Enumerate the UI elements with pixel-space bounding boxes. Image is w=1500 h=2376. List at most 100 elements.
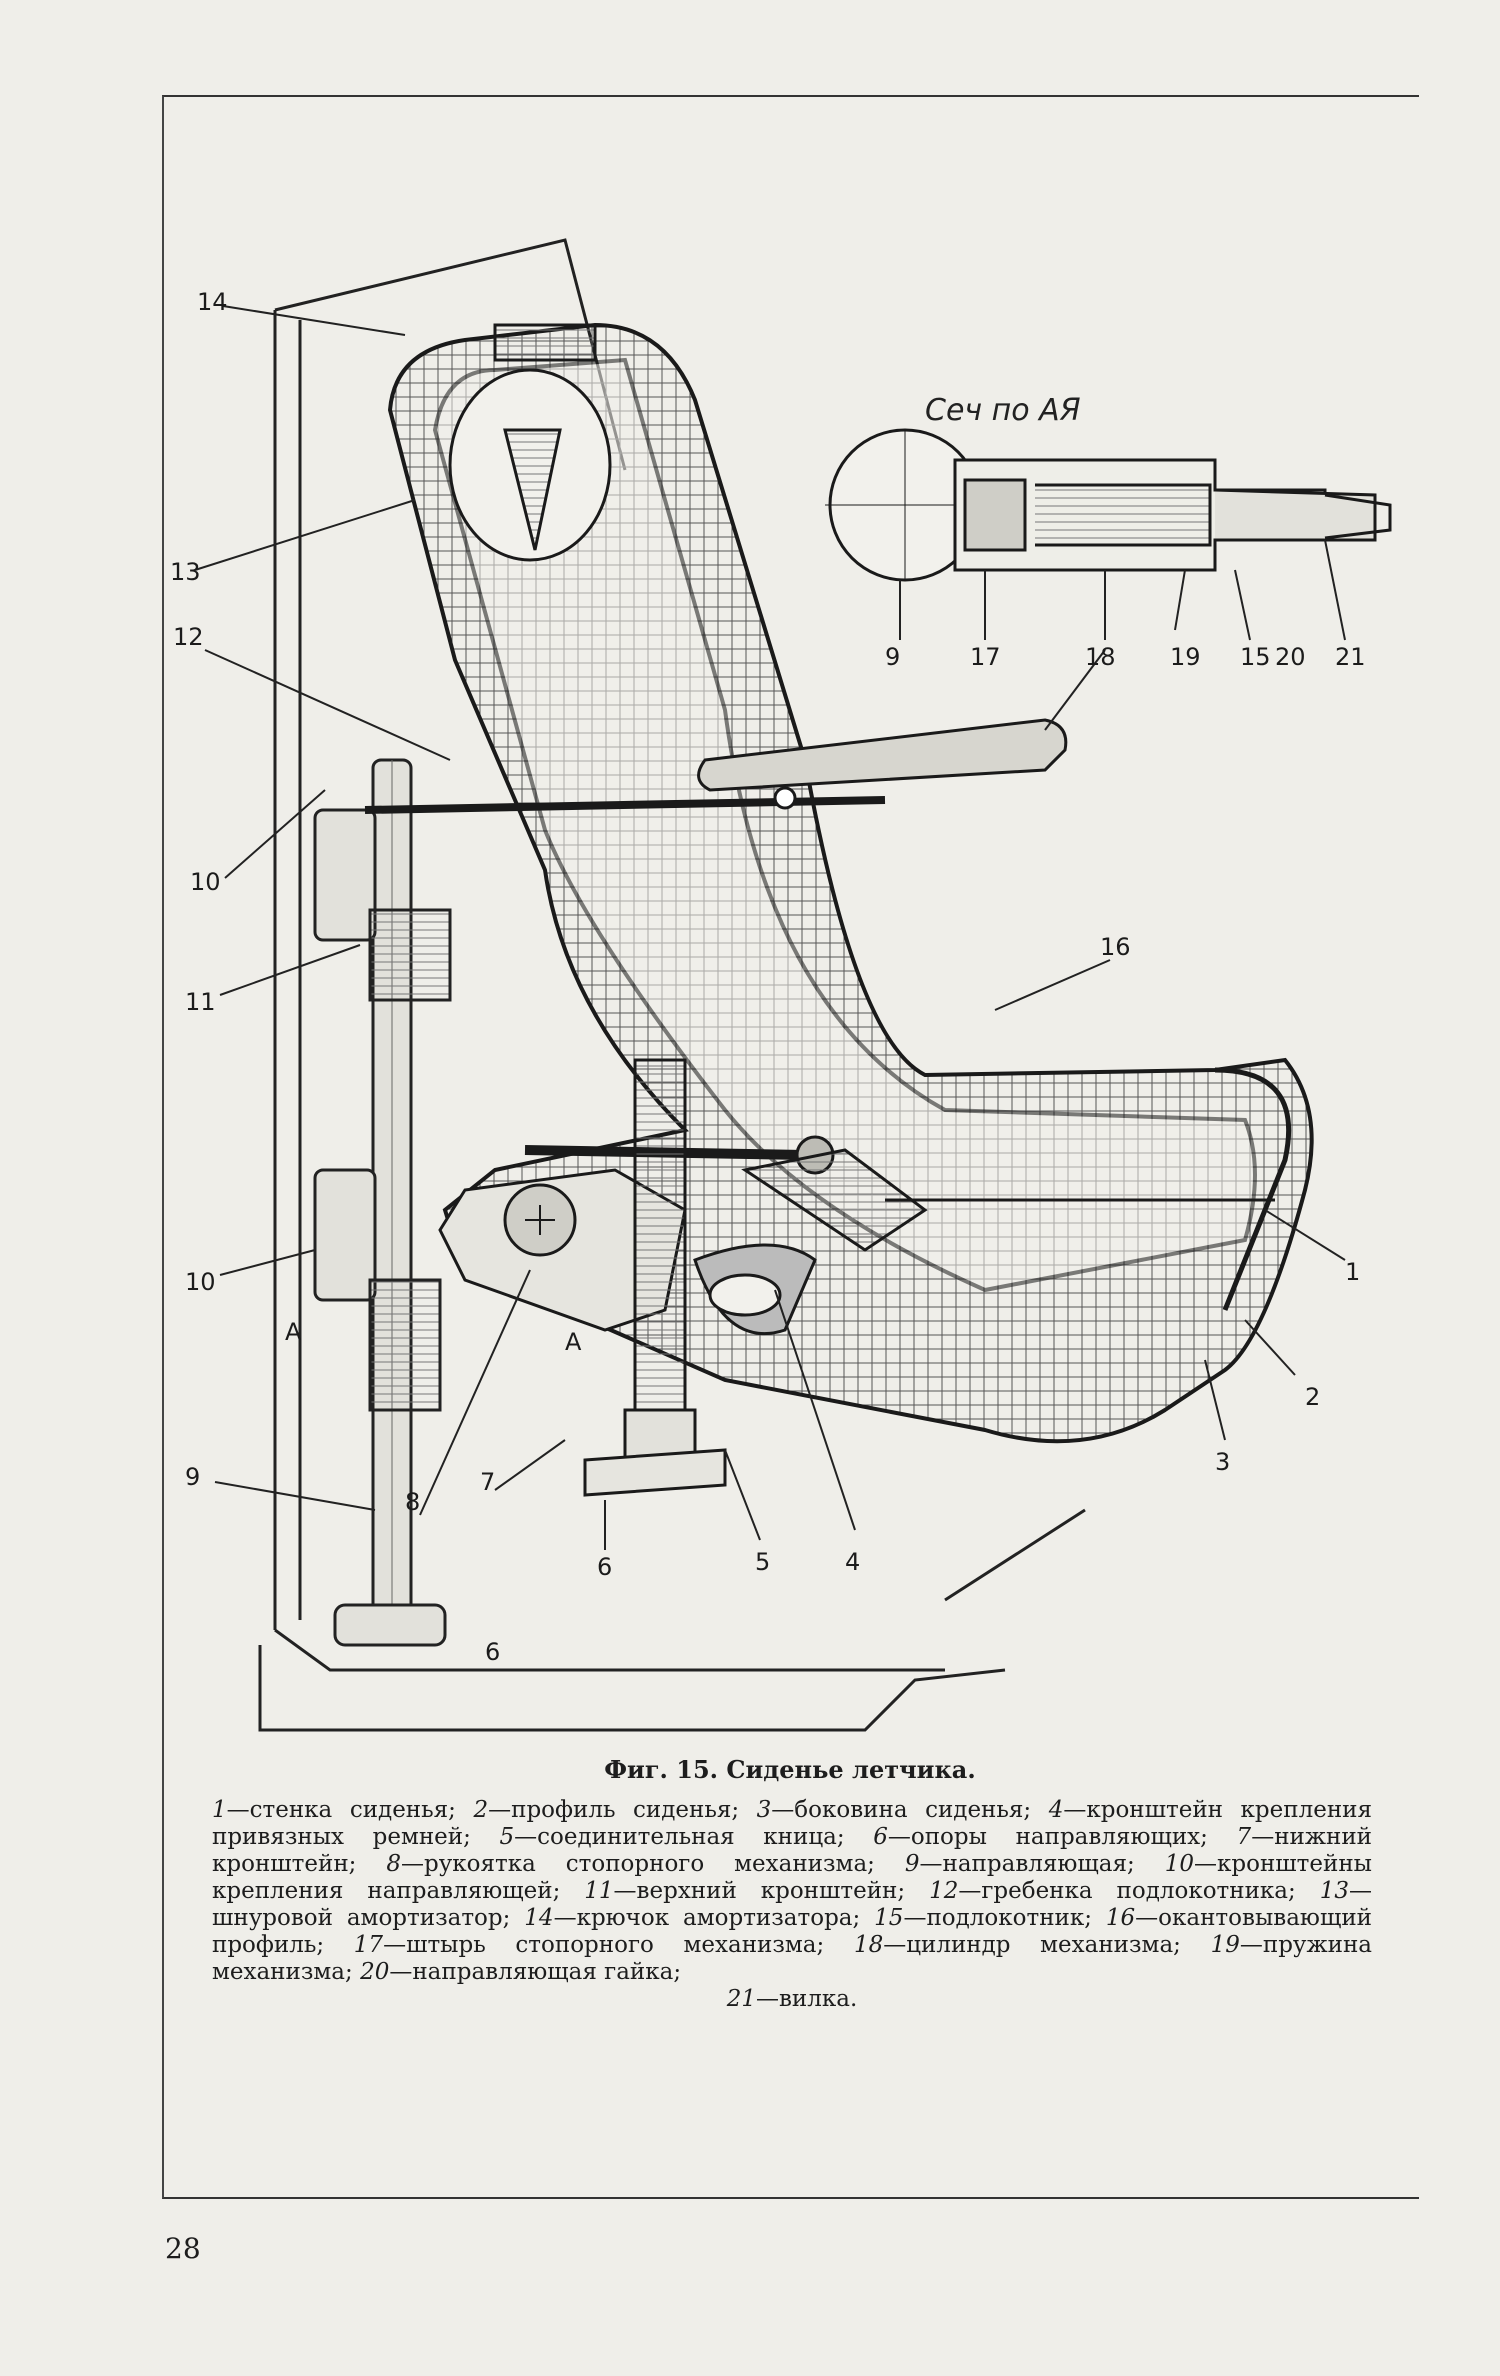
legend-item: 15—подлокотник;	[874, 1905, 1106, 1931]
callout-7: 7	[480, 1468, 495, 1496]
legend-item: 3—боковина сиденья;	[757, 1797, 1049, 1823]
callout-section-15: 15	[1240, 643, 1271, 671]
legend-item-text: —пружина механизма;	[212, 1932, 1372, 1985]
legend-item-text: —кронштейны крепления направляющей;	[212, 1851, 1372, 1904]
legend-item-text: —верхний кронштейн;	[613, 1878, 930, 1904]
callout-section-9: 9	[885, 643, 900, 671]
callout-1: 1	[1345, 1258, 1360, 1286]
callout-11: 11	[185, 988, 216, 1016]
callout-9: 9	[185, 1463, 200, 1491]
callout-2: 2	[1305, 1383, 1320, 1411]
legend-item: 5—соединительная кница;	[500, 1824, 874, 1850]
callout-12: 12	[173, 623, 204, 651]
legend-item-number: 10	[1164, 1851, 1195, 1877]
callout-section-20: 20	[1275, 643, 1306, 671]
legend-item-number: 19	[1210, 1932, 1240, 1958]
callout-6-base: 6	[485, 1638, 500, 1666]
callout-section-21: 21	[1335, 643, 1366, 671]
legend-item: 16—окантовывающий профиль;	[212, 1905, 1372, 1958]
legend-item: 7—нижний кронштейн;	[212, 1824, 1372, 1877]
section-detail	[825, 428, 1392, 582]
guide-rail	[313, 758, 452, 1647]
legend-item-number: 11	[584, 1878, 614, 1904]
legend-item-number: 12	[929, 1878, 959, 1904]
legend-item-text: —боковина сиденья;	[771, 1797, 1049, 1823]
seat-technical-drawing: 14 13 12 10 11 10 А 9 8 А 7 6 6 5 4 3 2 …	[165, 110, 1415, 1750]
lock-mechanism	[438, 1058, 928, 1497]
legend-item: 13—шнуровой амортизатор;	[212, 1878, 1372, 1931]
legend-item-number: 20	[360, 1959, 390, 1985]
legend-item-number: 15	[874, 1905, 904, 1931]
callout-10-upper: 10	[190, 868, 221, 896]
legend-item: 6—опоры направляющих;	[873, 1824, 1236, 1850]
legend-item-number: 5	[499, 1824, 515, 1850]
legend-item: 1—стенка сиденья;	[212, 1797, 473, 1823]
legend-item: 20—направляющая гайка;	[360, 1959, 681, 1985]
legend-item-number: 3	[756, 1797, 772, 1823]
callout-3: 3	[1215, 1448, 1230, 1476]
figure-caption-title: Фиг. 15. Сиденье летчика.	[604, 1755, 976, 1784]
callout-section-17: 17	[970, 643, 1001, 671]
callout-section-marker-left: А	[285, 1318, 302, 1346]
legend-item-number: 14	[524, 1905, 554, 1931]
callout-labels: 14 13 12 10 11 10 А 9 8 А 7 6 6 5 4 3 2 …	[170, 288, 1366, 1666]
legend-item-text: —гребенка подлокотника;	[958, 1878, 1320, 1904]
leader-lines	[194, 305, 1346, 1550]
figure-legend: 1—стенка сиденья; 2—профиль сиденья; 3—б…	[212, 1797, 1372, 2013]
legend-item: 18—цилиндр механизма;	[854, 1932, 1211, 1958]
legend-item: 14—крючок амортизатора;	[524, 1905, 874, 1931]
callout-section-marker-mid: А	[565, 1328, 582, 1356]
legend-item-text: —профиль сиденья;	[488, 1797, 757, 1823]
legend-item-text: —шнуровой амортизатор;	[212, 1878, 1372, 1931]
page-number: 28	[165, 2232, 201, 2265]
callout-5: 5	[755, 1548, 770, 1576]
legend-item-number: 16	[1105, 1905, 1136, 1931]
legend-item-text: —крючок амортизатора;	[553, 1905, 875, 1931]
legend-item: 11—верхний кронштейн;	[584, 1878, 929, 1904]
legend-item-text: —нижний кронштейн;	[212, 1824, 1372, 1877]
headrest-opening	[448, 323, 612, 562]
armrest	[364, 718, 1068, 814]
callout-10-lower: 10	[185, 1268, 216, 1296]
legend-item-number: 8	[386, 1851, 402, 1877]
legend-item-text: —подлокотник;	[903, 1905, 1106, 1931]
callout-section-19: 19	[1170, 643, 1201, 671]
legend-item-text: —вилка.	[755, 1986, 858, 2012]
legend-item-text: —цилиндр механизма;	[883, 1932, 1211, 1958]
legend-item: 19—пружина механизма;	[212, 1932, 1372, 1985]
legend-item-number: 18	[853, 1932, 884, 1958]
callout-6-support: 6	[597, 1553, 612, 1581]
legend-item-text: —направляющая гайка;	[389, 1959, 682, 1985]
legend-item-text: —штырь стопорного механизма;	[383, 1932, 854, 1958]
legend-item: 2—профиль сиденья;	[473, 1797, 756, 1823]
callout-13: 13	[170, 558, 201, 586]
legend-item: 12—гребенка подлокотника;	[929, 1878, 1320, 1904]
legend-item-number: 9	[904, 1851, 920, 1877]
legend-item: 4—кронштейн крепления привязных ремней;	[212, 1797, 1372, 1850]
callout-16: 16	[1100, 933, 1131, 961]
legend-item-number: 7	[1236, 1824, 1252, 1850]
legend-item-text: —окантовывающий профиль;	[212, 1905, 1372, 1958]
section-label: Сеч по АЯ	[925, 393, 1081, 428]
legend-item-number: 1	[212, 1797, 227, 1823]
legend-item-text: —опоры направляющих;	[887, 1824, 1237, 1850]
callout-14: 14	[197, 288, 228, 316]
legend-item-text: —рукоятка стопорного механизма;	[401, 1851, 905, 1877]
legend-item-number: 2	[473, 1797, 489, 1823]
legend-item-number: 6	[873, 1824, 888, 1850]
legend-item-number: 17	[353, 1932, 384, 1958]
legend-item: 21—вилка.	[212, 1986, 1372, 2013]
legend-item-number: 4	[1048, 1797, 1064, 1823]
callout-section-18: 18	[1085, 643, 1116, 671]
legend-item-number: 13	[1319, 1878, 1349, 1904]
page-frame	[162, 95, 1419, 2199]
callout-8: 8	[405, 1488, 420, 1516]
legend-item: 9—направляющая;	[905, 1851, 1165, 1877]
legend-item: 17—штырь стопорного механизма;	[354, 1932, 854, 1958]
legend-item: 8—рукоятка стопорного механизма;	[386, 1851, 905, 1877]
legend-item-text: —направляющая;	[919, 1851, 1165, 1877]
legend-item: 10—кронштейны крепления направляющей;	[212, 1851, 1372, 1904]
legend-item-text: —кронштейн крепления привязных ремней;	[212, 1797, 1372, 1850]
legend-item-number: 21	[726, 1986, 756, 2012]
legend-item-text: —стенка сиденья;	[226, 1797, 474, 1823]
